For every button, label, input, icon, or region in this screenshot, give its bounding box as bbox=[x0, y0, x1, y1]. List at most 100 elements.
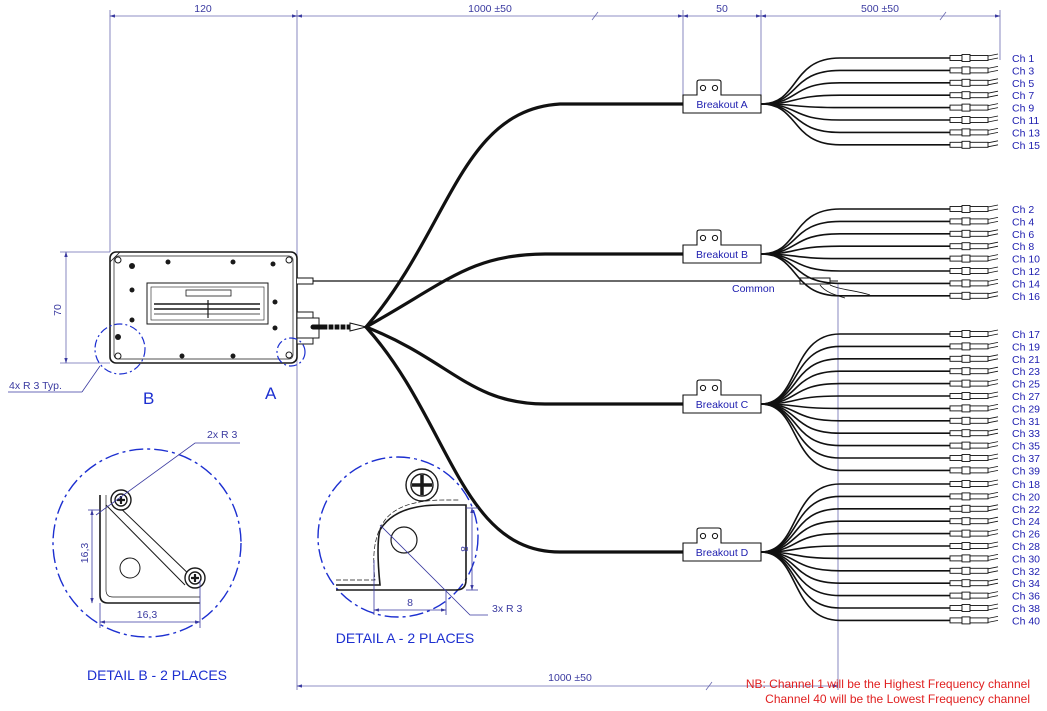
rf-connector-icon bbox=[949, 529, 999, 538]
rf-connector-icon bbox=[949, 516, 999, 526]
rf-connector-icon bbox=[949, 103, 999, 112]
rf-connector-icon bbox=[949, 291, 999, 300]
rf-connector-icon bbox=[949, 504, 999, 513]
rf-connector-icon bbox=[949, 492, 999, 501]
detail-b-view: 16,3 16,3 2x R 3 bbox=[52, 429, 242, 638]
breakout-label: Breakout C bbox=[696, 399, 749, 411]
channel-label: Ch 17 bbox=[1012, 329, 1040, 341]
channel-label: Ch 11 bbox=[1012, 115, 1039, 127]
channel-label: Ch 9 bbox=[1012, 103, 1034, 115]
channel-label: Ch 34 bbox=[1012, 578, 1040, 590]
detail-b-outline bbox=[99, 495, 200, 604]
rf-connector-icon bbox=[949, 78, 999, 87]
detail-a-outline bbox=[336, 504, 467, 591]
channel-label: Ch 40 bbox=[1012, 615, 1040, 627]
rf-connector-icon bbox=[949, 441, 999, 450]
channel-label: Ch 12 bbox=[1012, 266, 1040, 278]
channel-wire bbox=[760, 551, 950, 584]
breakout-body: Breakout C bbox=[682, 379, 762, 414]
common-dimension bbox=[296, 284, 839, 691]
channel-wire bbox=[760, 69, 950, 105]
channel-label: Ch 21 bbox=[1012, 354, 1040, 366]
channel-label: Ch 22 bbox=[1012, 504, 1040, 516]
rf-connector-icon bbox=[949, 140, 999, 149]
rf-connector-icon bbox=[949, 466, 999, 475]
channel-label: Ch 35 bbox=[1012, 441, 1040, 453]
rf-connector-icon bbox=[949, 591, 999, 600]
dim-box-height: 70 bbox=[52, 304, 64, 316]
rf-connector-icon bbox=[949, 479, 999, 488]
detail-a-view: 8 8 3x R 3 bbox=[317, 456, 523, 618]
rf-connector-icon bbox=[949, 66, 999, 75]
enclosure-screws bbox=[115, 259, 278, 359]
rf-connector-icon bbox=[949, 342, 999, 351]
detail-marker-b: B bbox=[143, 389, 154, 408]
channel-label: Ch 20 bbox=[1012, 491, 1040, 503]
enclosure bbox=[109, 251, 298, 364]
channel-label: Ch 33 bbox=[1012, 428, 1040, 440]
channel-label: Ch 29 bbox=[1012, 403, 1040, 415]
channel-label: Ch 4 bbox=[1012, 216, 1034, 228]
rf-connector-icon bbox=[949, 616, 999, 625]
rear-connector bbox=[296, 311, 320, 345]
channel-label: Ch 25 bbox=[1012, 379, 1040, 391]
dim-box-width: 120 bbox=[194, 3, 212, 15]
rf-connector-icon bbox=[949, 453, 999, 462]
channel-label: Ch 15 bbox=[1012, 140, 1040, 152]
channel-label: Ch 16 bbox=[1012, 291, 1040, 303]
channel-label: Ch 27 bbox=[1012, 391, 1040, 403]
channel-label: Ch 7 bbox=[1012, 90, 1034, 102]
rf-connector-icon bbox=[949, 53, 999, 62]
channel-label: Ch 10 bbox=[1012, 254, 1040, 266]
channel-label: Ch 5 bbox=[1012, 78, 1034, 90]
breakout-body: Breakout B bbox=[682, 229, 762, 264]
channel-wire bbox=[760, 103, 950, 109]
dim-breakout-length: 50 bbox=[716, 3, 728, 15]
channel-label: Ch 18 bbox=[1012, 479, 1040, 491]
channel-label: Ch 8 bbox=[1012, 241, 1034, 253]
rf-connector-icon bbox=[949, 90, 999, 100]
channel-wire bbox=[760, 551, 950, 622]
cable-to-breakout-b bbox=[364, 252, 685, 329]
rf-connector-icon bbox=[949, 115, 999, 124]
corner-radius-leader bbox=[8, 365, 101, 393]
breakout-label: Breakout B bbox=[696, 249, 748, 261]
breakout-body: Breakout A bbox=[682, 79, 762, 114]
channel-label: Ch 19 bbox=[1012, 341, 1040, 353]
channel-wire bbox=[760, 94, 950, 105]
mount-hole-top-right bbox=[285, 256, 293, 264]
common-end bbox=[799, 277, 871, 299]
rf-connector-icon bbox=[949, 229, 999, 238]
note-line-2: Channel 40 will be the Lowest Frequency … bbox=[765, 692, 1030, 706]
channel-label: Ch 13 bbox=[1012, 127, 1040, 139]
breakout-label: Breakout A bbox=[696, 99, 747, 111]
channel-label: Ch 2 bbox=[1012, 204, 1034, 216]
mount-hole-top-left bbox=[114, 256, 122, 264]
detail-b-radius-label: 2x R 3 bbox=[207, 429, 238, 441]
channel-label: Ch 3 bbox=[1012, 65, 1034, 77]
channel-wire bbox=[760, 253, 950, 260]
breakout-body: Breakout D bbox=[682, 527, 762, 562]
rf-connector-icon bbox=[949, 566, 999, 575]
rf-connector-icon bbox=[949, 391, 999, 400]
breakout-label: Breakout D bbox=[696, 547, 749, 559]
channel-wire bbox=[760, 403, 950, 472]
cable-to-breakout-d bbox=[364, 325, 685, 554]
rf-connector-icon bbox=[949, 254, 999, 263]
channel-label: Ch 36 bbox=[1012, 591, 1040, 603]
rf-connector-icon bbox=[949, 204, 999, 213]
detail-a-dim-horizontal: 8 bbox=[407, 597, 413, 609]
channel-label: Ch 24 bbox=[1012, 516, 1040, 528]
channel-wire bbox=[760, 520, 950, 553]
channel-wire bbox=[760, 551, 950, 609]
cable-to-breakout-a bbox=[364, 102, 685, 329]
channel-label: Ch 31 bbox=[1012, 416, 1040, 428]
rf-connector-icon bbox=[949, 404, 999, 413]
channel-wire bbox=[760, 403, 950, 410]
detail-a-title: DETAIL A - 2 PLACES bbox=[336, 630, 475, 646]
dim-cable-length: 1000 ±50 bbox=[468, 3, 512, 15]
mount-hole-bottom-right bbox=[285, 351, 293, 359]
